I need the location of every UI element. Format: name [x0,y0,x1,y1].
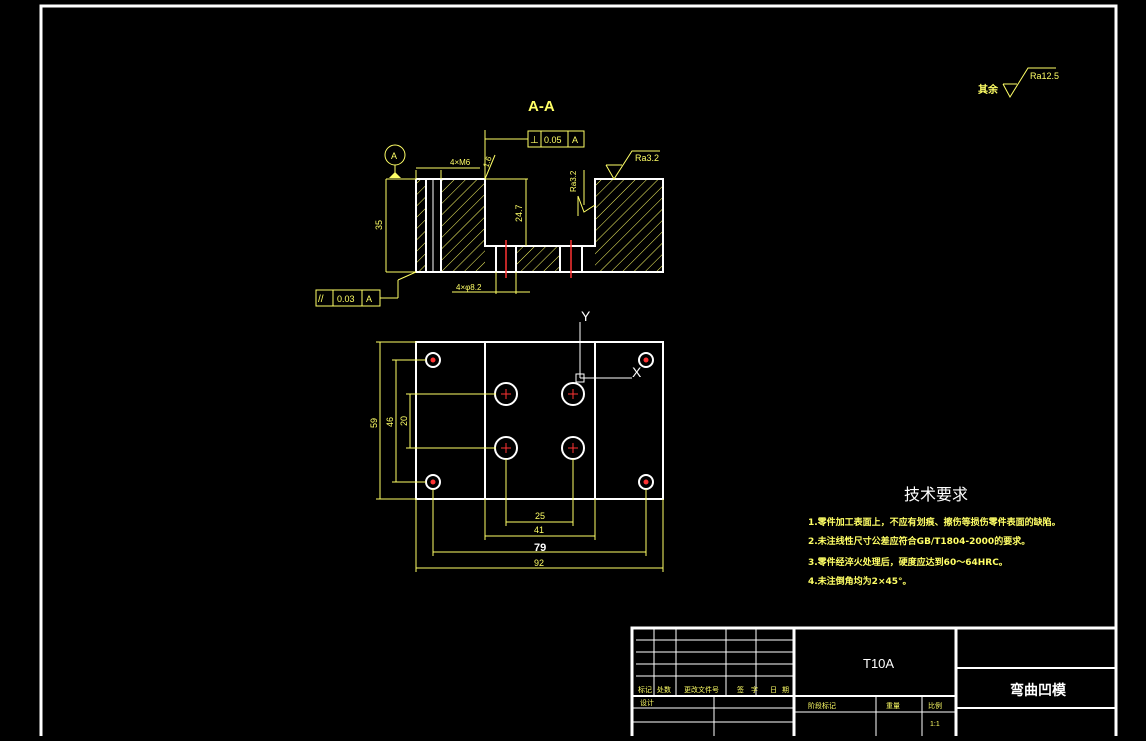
title-weight-label: 重量 [886,702,900,710]
dim-59-label: 59 [369,418,379,428]
dim-92-label: 92 [534,558,544,568]
corner-radius-note: 1.6 [481,155,496,180]
dim-41-label: 41 [534,525,544,535]
svg-text:签: 签 [737,685,744,694]
perpendicularity-frame: ⊥ 0.05 A [484,130,585,179]
svg-text:24.7: 24.7 [514,204,524,222]
svg-text:0.05: 0.05 [544,135,562,145]
svg-text:35: 35 [374,220,384,230]
dim-horizontal-plan [415,459,664,572]
dim-20-label: 20 [399,416,409,426]
dim-thread: 4×M6 [415,158,480,179]
svg-text:0.03: 0.03 [337,294,355,304]
title-headers: 标记 处数 更改文件号 签 字 日 期 设计 阶段标记 重量 比例 1:1 [638,685,942,728]
sheet-border [39,4,1118,741]
dim-depth-24-7: 24.7 [485,178,528,246]
svg-text:Ra3.2: Ra3.2 [569,170,578,192]
svg-text:处数: 处数 [657,685,671,694]
roughness-other-value: Ra12.5 [1030,71,1059,81]
title-scale-label: 比例 [928,701,942,710]
section-view [415,178,664,278]
tech-title: 技术要求 [904,485,969,504]
dim-vertical-plan [376,341,496,500]
svg-text:A: A [391,151,397,161]
dim-height-35: 35 [374,178,416,273]
roughness-inner-wall: Ra3.2 [569,170,596,216]
tech-item-2: 2.未注线性尺寸公差应符合GB/T1804-2000的要求。 [808,537,1031,547]
datum-marker: A [384,144,406,178]
svg-text:A: A [572,135,578,145]
svg-text:更改文件号: 更改文件号 [684,685,719,694]
svg-text:4×M6: 4×M6 [450,158,471,167]
svg-text:4×φ8.2: 4×φ8.2 [456,283,482,292]
parallelism-frame: // 0.03 A [315,271,417,307]
dim-79-label: 79 [534,542,546,554]
ucs-axis-icon: Y X [575,308,642,383]
dim-46-label: 46 [385,417,395,427]
tech-item-3: 3.零件经淬火处理后，硬度应达到60～64HRC。 [808,558,1008,568]
tech-item-1: 1.零件加工表面上，不应有划痕、擦伤等损伤零件表面的缺陷。 [808,518,1061,528]
dim-holes: 4×φ8.2 [452,272,530,294]
dim-25-label: 25 [535,511,545,521]
svg-text:1.6: 1.6 [481,155,493,169]
tech-item-4: 4.未注倒角均为2×45°。 [808,577,912,587]
section-label: A-A [528,98,555,115]
title-scale-value: 1:1 [930,721,940,728]
svg-text:A: A [366,294,372,304]
svg-text:标记: 标记 [638,685,652,694]
svg-text:日: 日 [770,686,777,694]
title-stage-label: 阶段标记 [808,701,836,710]
ucs-y-label: Y [581,308,591,324]
roughness-top: Ra3.2 [605,150,660,180]
roughness-other-prefix: 其余 [978,83,999,96]
title-design-label: 设计 [640,698,654,707]
svg-text:Ra3.2: Ra3.2 [635,153,659,163]
plan-view [415,341,664,500]
svg-text://: // [318,294,324,305]
roughness-other-symbol: 其余 Ra12.5 [978,67,1059,98]
title-block [630,626,1118,741]
title-part-name: 弯曲凹模 [1010,682,1067,698]
title-material: T10A [863,656,894,671]
svg-text:⊥: ⊥ [530,135,539,146]
svg-text:字: 字 [751,685,758,694]
svg-text:期: 期 [782,686,789,694]
ucs-x-label: X [632,364,642,380]
